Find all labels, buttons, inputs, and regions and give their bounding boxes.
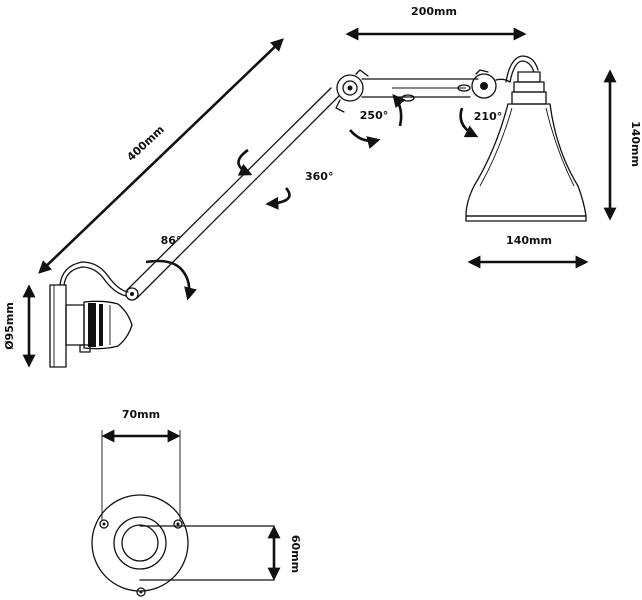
base-joint-angle-label: 86° [161,234,182,247]
lamp-shade [465,55,587,222]
arm-length-dimension [38,38,284,274]
shade-diameter-label: 140mm [506,234,552,247]
wall-plate-front [91,430,275,597]
arm-rotation-arrow [237,148,291,210]
upper-arm [361,78,479,102]
base-socket [65,300,133,353]
upper-joint-rotation-arrow [349,94,406,149]
upper-joint [335,69,369,113]
wall-plate-side [49,284,67,368]
shade-joint-angle-label: 210° [474,110,502,123]
lower-arm [126,87,340,299]
upper-joint-angle-label: 250° [360,109,388,122]
power-cable [59,261,129,297]
plate-height-label: 60mm [289,535,302,573]
arm-rotation-label: 360° [305,170,333,183]
shade-height-label: 140mm [629,121,642,167]
base-diameter-label: Ø95mm [3,302,16,350]
base-joint-rotation-arrow [145,259,197,301]
shade-joint [471,69,511,99]
upper-arm-length-label: 200mm [411,5,457,18]
plate-width-label: 70mm [122,408,160,421]
base-joint [125,287,139,301]
shade-joint-rotation-arrow [459,107,479,138]
